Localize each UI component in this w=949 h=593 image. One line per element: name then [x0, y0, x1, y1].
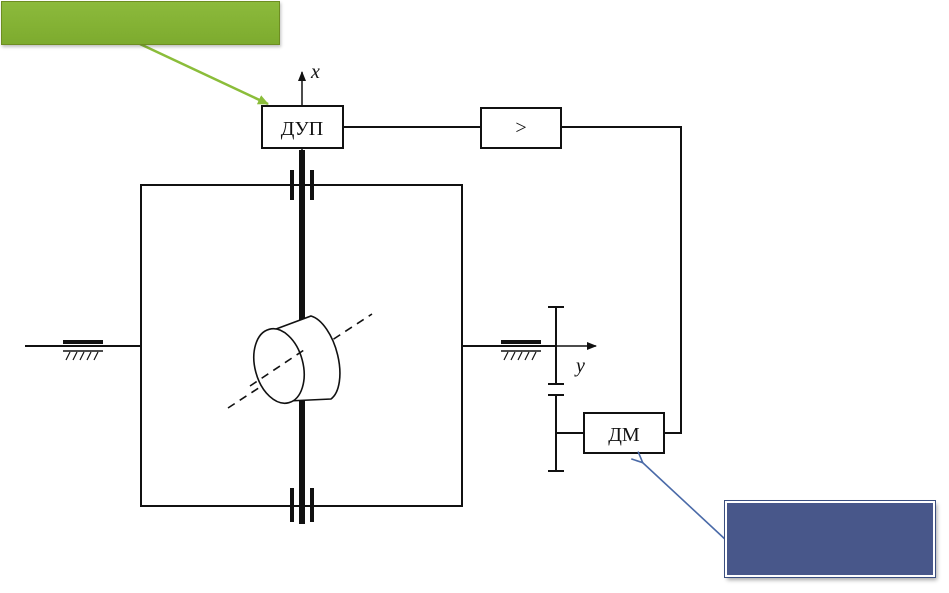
blue-callout-arrow	[642, 462, 728, 542]
blue-callout-box	[724, 500, 936, 578]
green-callout-arrow	[139, 42, 269, 106]
dm-label: ДМ	[608, 424, 640, 446]
green-callout-box	[1, 1, 280, 45]
bearing-top	[290, 170, 314, 200]
right-support	[462, 340, 556, 361]
gear-upper	[548, 306, 564, 385]
bearing-bottom	[290, 488, 314, 522]
wire-amp-dm	[561, 126, 682, 434]
left-support	[25, 340, 141, 361]
gyro-rotor	[227, 313, 373, 409]
dup-label: ДУП	[281, 118, 324, 140]
amplifier-block: >	[480, 107, 562, 149]
dup-block: ДУП	[261, 105, 344, 149]
dm-block: ДМ	[583, 412, 665, 454]
x-axis-label: x	[310, 61, 320, 83]
y-axis-label: y	[574, 355, 585, 377]
amplifier-label: >	[515, 117, 526, 139]
